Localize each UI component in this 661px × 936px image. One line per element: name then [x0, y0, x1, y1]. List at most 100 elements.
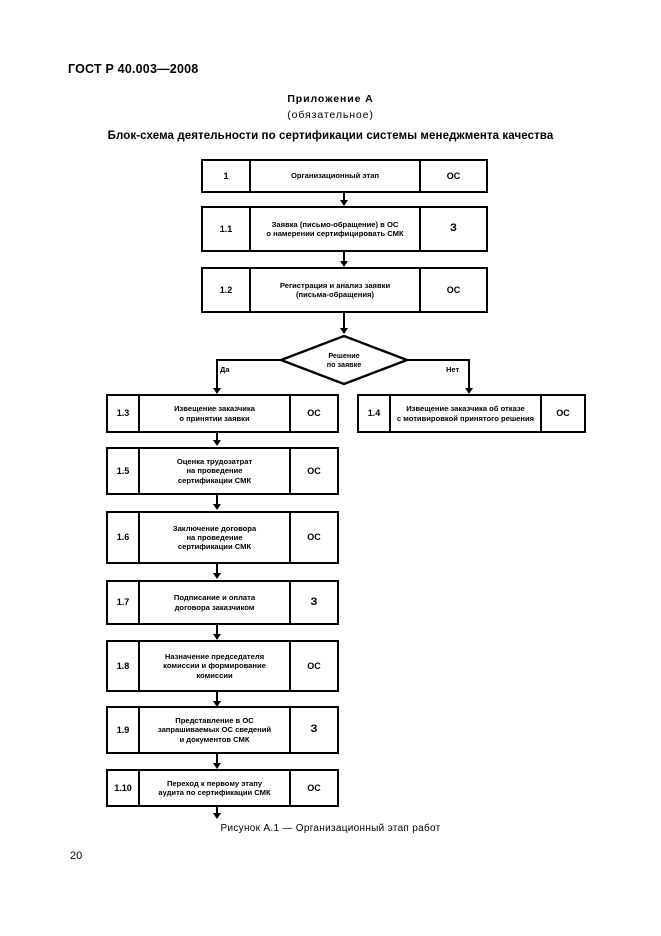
flow-node-1: 1 Организационный этап ОС — [201, 159, 488, 193]
flow-node-1.9-line2: запрашиваемых ОС сведений — [157, 725, 272, 735]
flow-node-1.10-line1: Переход к первому этапу — [166, 778, 263, 788]
connector-1.10-exit — [216, 807, 218, 815]
flow-node-1.2-actor: ОС — [419, 269, 486, 311]
flow-node-1.5: 1.5 Оценка трудозатрат на проведение сер… — [106, 447, 339, 495]
flow-node-1.5-actor: ОС — [289, 449, 337, 493]
flow-node-1.10: 1.10 Переход к первому этапу аудита по с… — [106, 769, 339, 807]
connector-1.7-to-1.8 — [216, 625, 218, 636]
flow-node-1.9-body: Представление в ОС запрашиваемых ОС свед… — [140, 708, 289, 752]
annex-subtitle: (обязательное) — [287, 109, 374, 121]
flow-node-1.8-body: Назначение председателя комиссии и форми… — [140, 642, 289, 690]
arrow-1.8-to-1.9 — [213, 701, 221, 707]
flow-node-1.3-line1: Извещение заказчика — [174, 404, 255, 414]
flow-node-1.7: 1.7 Подписание и оплата договора заказчи… — [106, 580, 339, 625]
flow-node-1.6: 1.6 Заключение договора на проведение се… — [106, 511, 339, 564]
flow-node-1.8-actor: ОС — [289, 642, 337, 690]
connector-1.8-to-1.9 — [216, 692, 218, 703]
flow-node-1.2-number: 1.2 — [203, 269, 251, 311]
flow-node-1.1: 1.1 Заявка (письмо-обращение) в ОС о нам… — [201, 206, 488, 252]
flow-node-1.3-body: Извещение заказчика о принятии заявки — [140, 396, 289, 431]
flow-node-1.10-body: Переход к первому этапу аудита по сертиф… — [140, 771, 289, 805]
flow-node-1.10-number: 1.10 — [108, 771, 140, 805]
flow-node-1.4-line2: с мотивировкой принятого решения — [396, 413, 535, 423]
arrow-decision-no — [465, 388, 473, 394]
flow-node-1.9-number: 1.9 — [108, 708, 140, 752]
flow-node-1.6-line1: Заключение договора — [172, 523, 257, 533]
flow-node-1.4-number: 1.4 — [359, 396, 391, 431]
flow-node-1-actor: ОС — [419, 161, 486, 191]
diamond-shape — [279, 334, 409, 386]
flow-node-1.5-number: 1.5 — [108, 449, 140, 493]
arrow-1.9-to-1.10 — [213, 763, 221, 769]
flow-node-1-body: Организационный этап — [251, 161, 419, 191]
flow-node-1.5-body: Оценка трудозатрат на проведение сертифи… — [140, 449, 289, 493]
branch-label-yes: Да — [220, 365, 230, 374]
flow-node-1.4-line1: Извещение заказчика об отказе — [406, 404, 525, 414]
flow-node-1.7-line2: договора заказчиком — [174, 602, 255, 612]
arrow-1-to-1.1 — [340, 200, 348, 206]
flow-node-1.4-actor: ОС — [540, 396, 584, 431]
flow-node-1.7-actor: З — [289, 582, 337, 623]
flow-node-1.4: 1.4 Извещение заказчика об отказе с моти… — [357, 394, 586, 433]
flow-node-1.2-body: Регистрация и анализ заявки (письма-обра… — [251, 269, 419, 311]
flow-node-1.2: 1.2 Регистрация и анализ заявки (письма-… — [201, 267, 488, 313]
standard-header: ГОСТ Р 40.003—2008 — [68, 62, 199, 76]
flow-node-1.9-line1: Представление в ОС — [175, 716, 254, 726]
arrow-1.6-to-1.7 — [213, 573, 221, 579]
flow-node-1.1-line1: Заявка (письмо-обращение) в ОС — [271, 219, 399, 229]
flow-node-1.10-line2: аудита по сертификации СМК — [158, 788, 271, 797]
connector-decision-no-horizontal — [407, 359, 470, 361]
connector-1.1-to-1.2 — [343, 252, 345, 263]
connector-1.5-to-1.6 — [216, 495, 218, 506]
branch-label-no: Нет — [446, 365, 460, 374]
connector-1.9-to-1.10 — [216, 754, 218, 765]
connector-1.3-to-1.5 — [216, 433, 218, 442]
flow-node-1.8-number: 1.8 — [108, 642, 140, 690]
flow-node-1.9-line3: и документов СМК — [179, 734, 250, 744]
flow-node-1.10-actor: ОС — [289, 771, 337, 805]
connector-1-to-1.1 — [343, 193, 345, 202]
flow-node-1.5-line3: сертификации СМК — [177, 475, 252, 485]
connector-1.2-to-decision — [343, 313, 345, 330]
arrow-1.3-to-1.5 — [213, 440, 221, 446]
page-title: Блок-схема деятельности по сертификации … — [107, 130, 554, 142]
flow-node-1.4-body: Извещение заказчика об отказе с мотивиро… — [391, 396, 540, 431]
flow-node-1.7-body: Подписание и оплата договора заказчиком — [140, 582, 289, 623]
flow-node-1.8-line3: комиссии — [196, 670, 233, 680]
arrow-1.7-to-1.8 — [213, 634, 221, 640]
arrow-1.1-to-1.2 — [340, 261, 348, 267]
connector-1.6-to-1.7 — [216, 564, 218, 575]
flow-node-1.6-number: 1.6 — [108, 513, 140, 562]
arrow-1.2-to-decision — [340, 328, 348, 334]
flow-node-1.2-line1: Регистрация и анализ заявки — [279, 280, 391, 290]
flow-node-1.3-line2: о принятии заявки — [179, 413, 250, 423]
flow-node-1.8: 1.8 Назначение председателя комиссии и ф… — [106, 640, 339, 692]
flow-node-1.1-actor: З — [419, 208, 486, 250]
arrow-1.5-to-1.6 — [213, 504, 221, 510]
flow-node-1-line1: Организационный этап — [290, 171, 380, 181]
flow-node-1.3: 1.3 Извещение заказчика о принятии заявк… — [106, 394, 339, 433]
connector-decision-yes-horizontal — [216, 359, 281, 361]
annex-label: Приложение А — [287, 93, 374, 105]
flow-node-1.1-line2: о намерении сертифицировать СМК — [266, 229, 404, 238]
flow-node-1.6-line3: сертификации СМК — [177, 542, 252, 552]
flow-node-1.6-line2: на проведение — [186, 532, 243, 542]
flow-node-1.3-number: 1.3 — [108, 396, 140, 431]
flow-node-1.7-number: 1.7 — [108, 582, 140, 623]
flow-node-1.9: 1.9 Представление в ОС запрашиваемых ОС … — [106, 706, 339, 754]
flow-node-1.3-actor: ОС — [289, 396, 337, 431]
connector-decision-no-vertical — [468, 359, 470, 390]
page-number: 20 — [70, 850, 83, 862]
flow-node-1.6-body: Заключение договора на проведение сертиф… — [140, 513, 289, 562]
figure-caption: Рисунок А.1 — Организационный этап работ — [220, 823, 441, 834]
arrow-1.10-exit — [213, 813, 221, 819]
flow-node-1.8-line2: комиссии и формирование — [163, 661, 266, 671]
flow-node-1.5-line1: Оценка трудозатрат — [176, 457, 253, 467]
flow-node-1.1-body: Заявка (письмо-обращение) в ОС о намерен… — [251, 208, 419, 250]
flow-node-1-number: 1 — [203, 161, 251, 191]
flow-node-1.1-number: 1.1 — [203, 208, 251, 250]
flow-node-1.2-line2: (письма-обращения) — [296, 290, 374, 299]
connector-decision-yes-vertical — [216, 359, 218, 390]
flow-node-1.6-actor: ОС — [289, 513, 337, 562]
